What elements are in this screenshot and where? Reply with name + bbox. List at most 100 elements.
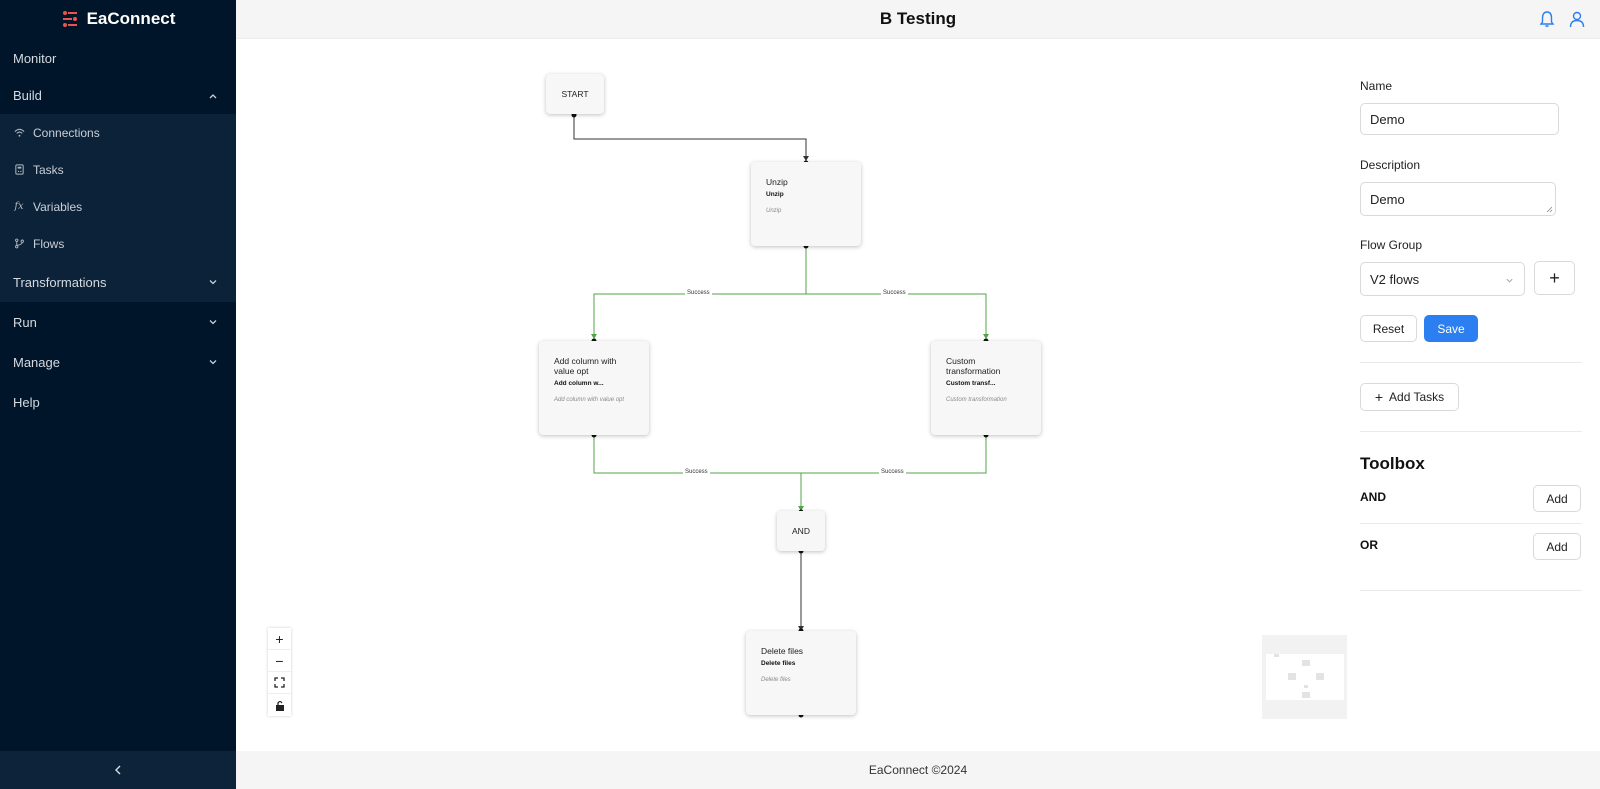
toolbox-title: Toolbox — [1360, 454, 1425, 473]
bell-icon[interactable] — [1538, 10, 1556, 28]
name-input[interactable]: Demo — [1360, 103, 1559, 135]
sidebar-item-label: Transformations — [13, 274, 107, 290]
plus-icon: + — [275, 630, 284, 647]
node-description: Custom transformation — [946, 397, 1007, 403]
task-node-custom-transformation[interactable]: Custom transformation Custom transf... C… — [931, 341, 1041, 435]
sidebar-item-help[interactable]: Help — [0, 382, 236, 422]
sidebar-item-manage[interactable]: Manage — [0, 342, 236, 382]
flow-group-label: Flow Group — [1360, 238, 1423, 252]
edge-label-success: Success — [685, 290, 712, 296]
save-button[interactable]: Save — [1424, 315, 1478, 342]
lock-icon — [275, 700, 284, 711]
node-description: Add column with value opt — [554, 397, 625, 403]
app-logo[interactable]: EaConnect — [0, 0, 236, 38]
edge-label-success: Success — [881, 290, 908, 296]
lock-button[interactable] — [268, 694, 291, 716]
sidebar-item-label: Connections — [33, 125, 100, 140]
node-subtitle: Custom transf... — [946, 380, 996, 387]
sidebar-item-label: Variables — [33, 199, 83, 214]
node-label: START — [561, 89, 589, 99]
node-description: Unzip — [766, 208, 782, 214]
add-flow-group-button[interactable]: + — [1534, 261, 1575, 295]
build-submenu: Connections Tasks fx Variables Flows Tra… — [0, 114, 236, 302]
wifi-icon — [13, 127, 25, 139]
description-value: Demo — [1370, 191, 1405, 207]
sidebar-item-run[interactable]: Run — [0, 302, 236, 342]
sidebar-item-flows[interactable]: Flows — [0, 225, 236, 262]
zoom-in-button[interactable]: + — [268, 628, 291, 650]
start-node[interactable]: START — [546, 74, 604, 114]
footer-text: EaConnect ©2024 — [868, 763, 968, 777]
flow-group-value: V2 flows — [1370, 271, 1420, 287]
function-icon: fx — [14, 201, 24, 212]
calculator-icon — [13, 164, 25, 176]
edge-label-success: Success — [879, 469, 906, 475]
divider — [1360, 431, 1582, 432]
branch-icon — [13, 238, 25, 250]
and-node[interactable]: AND — [777, 511, 825, 551]
chevron-left-icon — [115, 765, 121, 775]
reset-button[interactable]: Reset — [1360, 315, 1417, 342]
description-label: Description — [1360, 158, 1421, 172]
flow-group-select[interactable]: V2 flows — [1360, 262, 1525, 296]
node-subtitle: Unzip — [766, 191, 784, 198]
canvas-controls: + − — [268, 628, 291, 716]
chevron-down-icon — [209, 320, 217, 325]
sidebar-item-label: Flows — [33, 236, 65, 251]
sidebar-item-label: Tasks — [33, 162, 64, 177]
description-textarea[interactable]: Demo — [1360, 182, 1556, 216]
sidebar-item-monitor[interactable]: Monitor — [0, 40, 236, 77]
tool-name-and: AND — [1360, 490, 1386, 504]
minimap-viewport — [1266, 654, 1344, 700]
logo-icon — [62, 11, 77, 27]
edge-label-success: Success — [683, 469, 710, 475]
add-and-button[interactable]: Add — [1533, 485, 1581, 512]
app-name: EaConnect — [86, 9, 176, 28]
sidebar-item-transformations[interactable]: Transformations — [0, 262, 236, 302]
sidebar: EaConnect Monitor Build Connections Task… — [0, 0, 236, 789]
node-subtitle: Add column w... — [554, 380, 604, 387]
node-title: Delete files — [761, 646, 804, 656]
add-tasks-button[interactable]: + Add Tasks — [1360, 383, 1459, 411]
user-icon[interactable] — [1568, 10, 1586, 28]
sidebar-collapse-button[interactable] — [0, 751, 236, 789]
page-title: B Testing — [879, 9, 957, 28]
chevron-down-icon — [209, 280, 217, 285]
minus-icon: − — [275, 652, 284, 669]
zoom-out-button[interactable]: − — [268, 650, 291, 672]
fit-view-button[interactable] — [268, 672, 291, 694]
sidebar-item-label: Build — [13, 88, 42, 103]
resize-handle-icon[interactable] — [1546, 206, 1553, 213]
chevron-down-icon — [209, 360, 217, 365]
task-node-unzip[interactable]: Unzip Unzip Unzip — [751, 162, 861, 246]
node-title: Add column with value opt — [554, 356, 617, 376]
tool-name-or: OR — [1360, 538, 1378, 552]
footer: EaConnect ©2024 — [236, 751, 1600, 789]
add-tasks-label: Add Tasks — [1389, 390, 1445, 404]
chevron-down-icon — [1506, 278, 1513, 283]
sidebar-item-tasks[interactable]: Tasks — [0, 151, 236, 188]
task-node-add-column[interactable]: Add column with value opt Add column w..… — [539, 341, 649, 435]
sidebar-item-label: Help — [13, 394, 40, 410]
sidebar-item-connections[interactable]: Connections — [0, 114, 236, 151]
flow-canvas[interactable]: Success Success Success Success START Un… — [236, 39, 1336, 751]
sidebar-item-label: Run — [13, 314, 37, 330]
node-subtitle: Delete files — [761, 660, 796, 667]
plus-icon: + — [1374, 389, 1384, 405]
name-value: Demo — [1370, 111, 1405, 127]
node-description: Delete files — [761, 677, 791, 683]
sidebar-item-label: Manage — [13, 354, 60, 370]
add-or-button[interactable]: Add — [1533, 533, 1581, 560]
sidebar-item-build[interactable]: Build — [0, 77, 236, 114]
sidebar-item-label: Monitor — [13, 51, 57, 66]
divider — [1360, 523, 1582, 524]
minimap[interactable] — [1262, 635, 1347, 719]
fullscreen-icon — [274, 677, 285, 688]
node-title: Unzip — [766, 177, 788, 187]
task-node-delete-files[interactable]: Delete files Delete files Delete files — [746, 631, 856, 715]
name-label: Name — [1360, 79, 1393, 93]
top-header: B Testing — [236, 0, 1600, 39]
sidebar-item-variables[interactable]: fx Variables — [0, 188, 236, 225]
divider — [1360, 590, 1582, 591]
node-label: AND — [792, 526, 810, 536]
